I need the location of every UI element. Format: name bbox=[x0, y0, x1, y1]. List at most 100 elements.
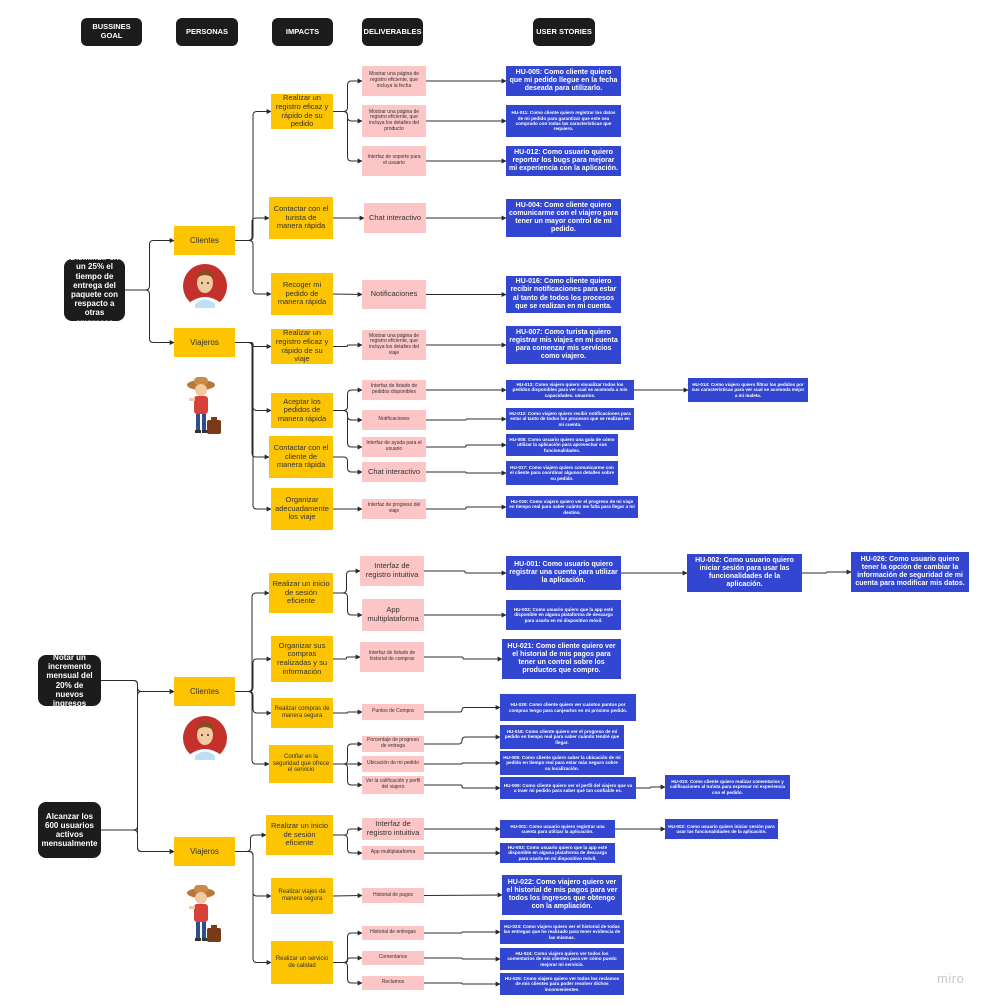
user-story: HU-022: Como viajero quiero ver el histo… bbox=[502, 875, 622, 915]
connector-i8-d12 bbox=[333, 568, 361, 594]
user-story: HU-011: Como cliente quiero registrar lo… bbox=[506, 105, 621, 137]
deliverable: App multiplataforma bbox=[362, 599, 424, 631]
connector-i13-d21 bbox=[332, 893, 363, 899]
deliverable: Mostrar una página de registro eficiente… bbox=[362, 330, 426, 360]
impact: Contactar con el turista de manera rápid… bbox=[269, 197, 333, 239]
impact: Realizar compras de manera segura bbox=[271, 698, 333, 728]
connector-i9-d14 bbox=[333, 654, 361, 660]
business-goal: Disminuir en un 25% el tiempo de entrega… bbox=[64, 259, 125, 321]
connector-i11-d18 bbox=[333, 763, 363, 788]
deliverable: Interfaz de ayuda para el usuario bbox=[362, 437, 426, 457]
persona-clientes: Clientes bbox=[174, 226, 235, 255]
user-story: HU-002: Como usuario quiero iniciar sesi… bbox=[665, 819, 778, 839]
user-story: HU-010: Como cliente quiero realizar com… bbox=[665, 775, 790, 799]
impact: Realizar un servicio de calidad bbox=[271, 941, 333, 984]
user-story: HU-002: Como usuario quiero iniciar sesi… bbox=[687, 554, 802, 592]
deliverable: Historial de entregas bbox=[362, 926, 424, 940]
connector-i12-d19 bbox=[333, 826, 363, 836]
connector-u21-u22 bbox=[636, 784, 666, 790]
connector-d15-u18 bbox=[424, 705, 501, 713]
connector-d22-u27 bbox=[424, 929, 501, 935]
connector-d16-u19 bbox=[424, 734, 501, 745]
connector-g3-p3 bbox=[101, 689, 175, 831]
deliverable: Ubicación de mi pedido bbox=[362, 756, 424, 772]
user-story: HU-014: Como viajero quiero filtrar los … bbox=[688, 378, 808, 402]
impact: Recoger mi pedido de manera rápida bbox=[271, 273, 333, 315]
connector-p4-i14 bbox=[235, 851, 272, 965]
deliverable: Ver la calificación y perfil del viajero bbox=[362, 776, 424, 794]
connector-p3-i9 bbox=[235, 656, 272, 692]
connector-d10-u11 bbox=[426, 470, 507, 476]
connector-p3-i8 bbox=[235, 590, 270, 692]
connector-d8-u9 bbox=[426, 416, 507, 422]
connector-d23-u28 bbox=[424, 956, 501, 962]
user-story: HU-017: Como viajero quiero comunicarme … bbox=[506, 461, 618, 485]
impact: Realizar un inicio de sesión eficiente bbox=[269, 573, 333, 613]
miro-logo: miro bbox=[937, 971, 965, 986]
connector-g1-p2 bbox=[125, 289, 175, 345]
deliverable: Interfaz de progreso del viaje bbox=[362, 499, 426, 519]
header-business-goal: BUSSINES GOAL bbox=[81, 18, 142, 46]
connector-d9-u10 bbox=[426, 442, 507, 448]
client-avatar-icon bbox=[183, 264, 227, 309]
connector-i14-d24 bbox=[333, 962, 363, 986]
impact: Realizar un registro eficaz y rápido de … bbox=[271, 329, 333, 364]
persona-clientes: Clientes bbox=[174, 677, 235, 706]
user-story: HU-018: Como cliente quiero ver el progr… bbox=[500, 725, 624, 749]
connector-i5-d7 bbox=[333, 387, 363, 411]
connector-i14-d23 bbox=[333, 955, 363, 963]
impact: Realizar viajes de manera segura bbox=[271, 878, 333, 914]
impact: Realizar un inicio de sesión eficiente bbox=[266, 815, 333, 855]
deliverable: Chat interactivo bbox=[362, 462, 426, 482]
persona-viajeros: Viajeros bbox=[174, 328, 235, 357]
user-story: HU-003: Como usuario quiero que la app e… bbox=[500, 843, 615, 863]
header-user-stories: USER STORIES bbox=[533, 18, 595, 46]
deliverable: App multiplataforma bbox=[362, 846, 424, 860]
connector-u14-u15 bbox=[802, 569, 852, 575]
user-story: HU-001: Como usuario quiero registrar un… bbox=[506, 556, 621, 590]
impact: Aceptar los pedidos de manera rápida bbox=[271, 393, 333, 428]
deliverable: Interfaz de registro intuitiva bbox=[362, 818, 424, 840]
user-story: HU-023: Como viajero quiero ver el histo… bbox=[500, 920, 624, 944]
connector-p3-i11 bbox=[235, 691, 270, 767]
connector-i12-d20 bbox=[333, 834, 363, 856]
impact: Confiar en la seguridad que ofrece el se… bbox=[269, 745, 333, 783]
connector-i11-d16 bbox=[333, 741, 363, 765]
deliverable: Chat interactivo bbox=[364, 203, 426, 233]
deliverable: Interfaz de registro intuitiva bbox=[360, 556, 424, 586]
connector-d21-u26 bbox=[423, 892, 503, 898]
connector-i1-d3 bbox=[333, 111, 363, 164]
connector-d11-u12 bbox=[426, 504, 507, 510]
user-story: HU-003: Como usuario quiero que la app e… bbox=[506, 600, 621, 630]
connector-p2-i6 bbox=[235, 342, 270, 460]
connector-p2-i7 bbox=[235, 342, 272, 512]
connector-i3-d5 bbox=[332, 291, 363, 297]
user-story: HU-024: Como viajero quiero ver todos lo… bbox=[500, 948, 624, 970]
user-story: HU-016: Como cliente quiero recibir noti… bbox=[506, 276, 621, 313]
connector-d24-u29 bbox=[424, 981, 501, 987]
connector-p3-i10 bbox=[235, 691, 272, 716]
connector-p1-i2 bbox=[235, 215, 270, 241]
header-personas: PERSONAS bbox=[176, 18, 238, 46]
connector-d17-u20 bbox=[424, 760, 501, 766]
persona-viajeros: Viajeros bbox=[174, 837, 235, 866]
impact: Organizar sus compras realizadas y su in… bbox=[271, 636, 333, 682]
connector-d14-u17 bbox=[424, 656, 503, 662]
business-goal: Notar un incremento mensual del 20% de n… bbox=[38, 655, 101, 706]
deliverable: Mostrar una página de registro eficiente… bbox=[362, 66, 426, 96]
connector-g1-p1 bbox=[125, 238, 175, 291]
deliverable: Comentarios bbox=[362, 951, 424, 965]
impact: Realizar un registro eficaz y rápido de … bbox=[271, 94, 333, 129]
user-story: HU-021: Como cliente quiero ver el histo… bbox=[502, 639, 621, 679]
user-story: HU-004: Como cliente quiero comunicarme … bbox=[506, 199, 621, 237]
deliverable: Reclamos bbox=[362, 976, 424, 990]
deliverable: Porcentaje de progreso de entrega bbox=[362, 736, 424, 752]
deliverable: Interfaz de listado de historial de comp… bbox=[360, 642, 424, 672]
deliverable: Interfaz de listado de pedidos disponibl… bbox=[362, 380, 426, 400]
impact: Organizar adecuadamente los viaje bbox=[271, 488, 333, 530]
connector-i10-d15 bbox=[333, 709, 363, 715]
traveler-avatar-icon bbox=[187, 885, 221, 942]
user-story: HU-026: Como usuario quiero tener la opc… bbox=[851, 552, 969, 592]
